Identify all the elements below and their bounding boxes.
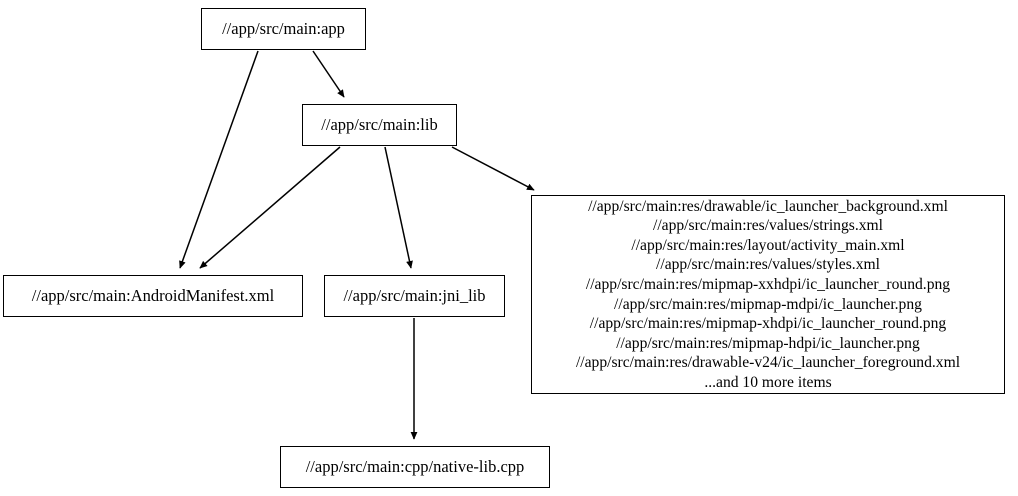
node-jni-lib[interactable]: //app/src/main:jni_lib	[324, 275, 505, 317]
node-native-lib-cpp-label: //app/src/main:cpp/native-lib.cpp	[305, 456, 525, 476]
node-android-manifest-label: //app/src/main:AndroidManifest.xml	[31, 285, 275, 305]
node-jni-lib-label: //app/src/main:jni_lib	[343, 285, 486, 305]
node-resources-group-label: //app/src/main:res/drawable/ic_launcher_…	[575, 197, 961, 391]
node-native-lib-cpp[interactable]: //app/src/main:cpp/native-lib.cpp	[280, 446, 550, 488]
node-resources-group[interactable]: //app/src/main:res/drawable/ic_launcher_…	[531, 195, 1005, 394]
edge-app-to-lib	[312, 50, 345, 98]
edge-lib-to-resources	[451, 146, 535, 191]
node-lib-label: //app/src/main:lib	[321, 114, 438, 134]
node-app[interactable]: //app/src/main:app	[201, 8, 366, 50]
node-app-label: //app/src/main:app	[222, 18, 345, 38]
node-android-manifest[interactable]: //app/src/main:AndroidManifest.xml	[3, 275, 303, 317]
edge-app-to-manifest	[179, 50, 259, 269]
edge-lib-to-jni-lib	[384, 146, 413, 269]
edge-lib-to-manifest	[199, 146, 341, 269]
node-lib[interactable]: //app/src/main:lib	[302, 104, 457, 146]
